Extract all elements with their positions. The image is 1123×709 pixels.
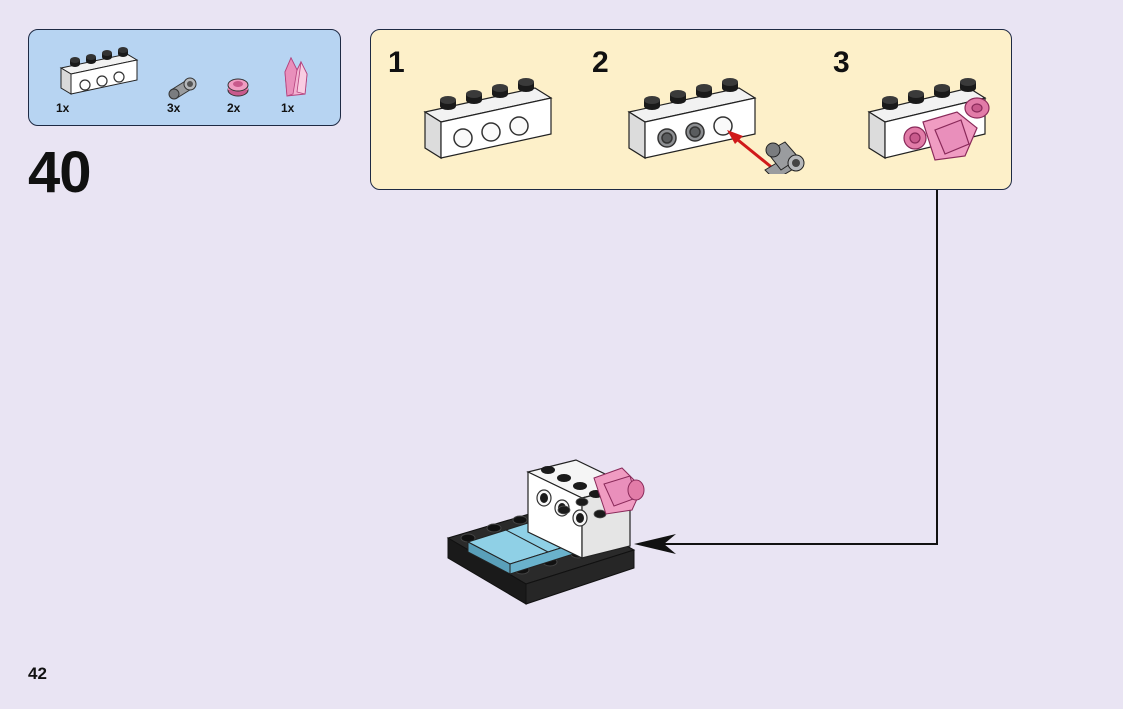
- technic-pin-icon: [765, 141, 805, 172]
- part-qty: 3x: [167, 101, 181, 115]
- technic-brick-step3: [867, 78, 990, 161]
- sub-assembly-box: 1 2 3: [370, 29, 1012, 190]
- part-qty: 1x: [281, 101, 295, 115]
- technic-pin-icon: [168, 77, 197, 100]
- technic-brick-1x4-icon: [59, 47, 139, 95]
- technic-brick-step2: [627, 78, 796, 174]
- sub-step-number: 1: [388, 46, 405, 79]
- technic-brick-step1: [423, 78, 553, 160]
- sub-step-number: 3: [833, 46, 850, 79]
- part-qty: 1x: [56, 101, 70, 115]
- parts-list-box: 1x 3x 2x 1x: [28, 29, 341, 126]
- round-plate-pink-icon: [227, 78, 249, 97]
- main-model-illustration: [446, 459, 645, 605]
- part-qty: 2x: [227, 101, 241, 115]
- sub-step-number: 2: [592, 46, 609, 79]
- page-number: 42: [28, 664, 47, 683]
- step-number: 40: [28, 140, 92, 205]
- pink-crystal-icon: [284, 56, 308, 97]
